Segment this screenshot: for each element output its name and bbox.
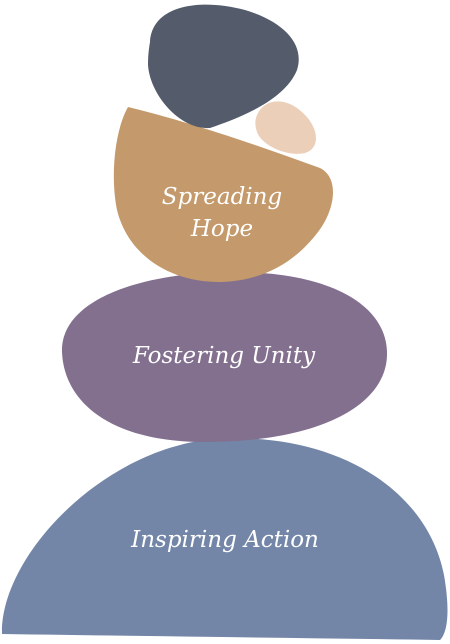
label-spreading-hope-line1: Spreading: [162, 184, 282, 210]
label-fostering-unity: Fostering Unity: [132, 343, 316, 369]
stone-spreading-hope: [113, 107, 333, 283]
stone-inspiring-action: [1, 438, 448, 640]
stone-fostering-unity: [61, 272, 388, 442]
stone-top-dark: [148, 4, 299, 129]
label-spreading-hope-line2: Hope: [190, 216, 253, 242]
stone-small-pebble: [255, 101, 317, 154]
label-inspiring-action: Inspiring Action: [130, 527, 319, 553]
